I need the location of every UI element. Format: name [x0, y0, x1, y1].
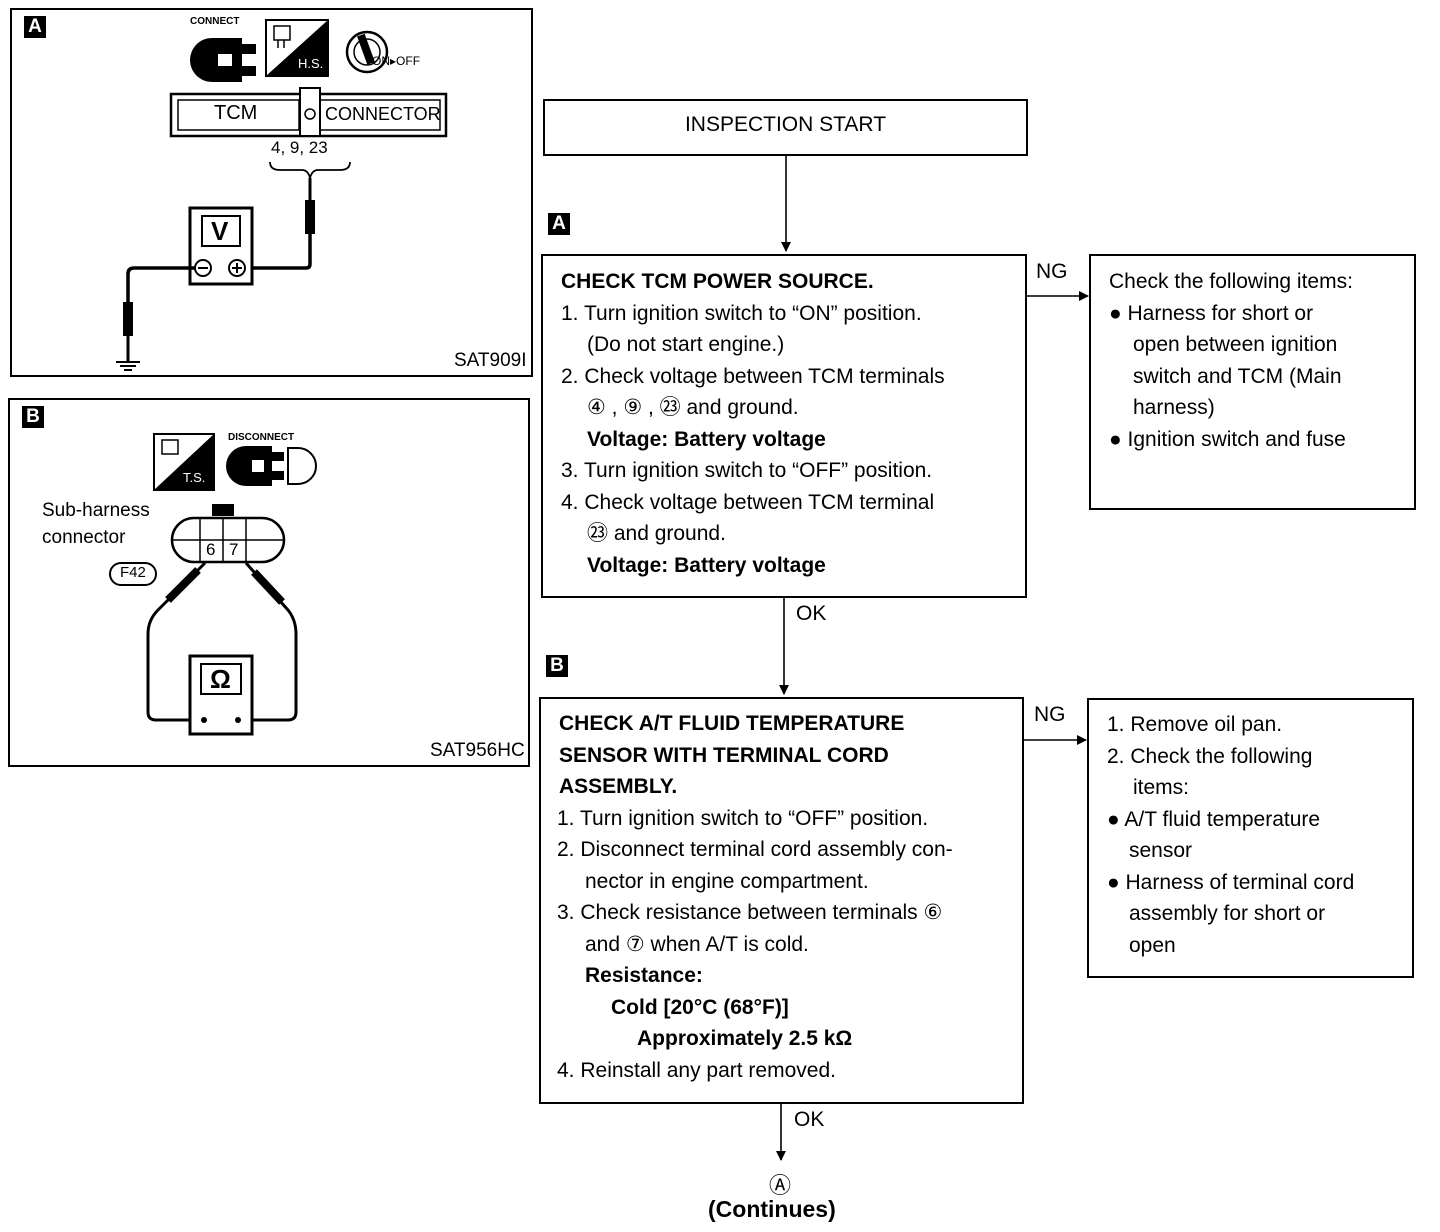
step-a-line: 1. Turn ignition switch to “ON” position… — [561, 302, 922, 325]
ohmmeter-label: Ω — [210, 664, 231, 694]
pin-7-label: 7 — [229, 540, 239, 559]
diagram-b-panel: B — [8, 398, 530, 767]
step-b-tag: B — [546, 655, 568, 677]
step-a-title: CHECK TCM POWER SOURCE. — [561, 270, 874, 293]
step-b-ng-line: assembly for short or — [1129, 902, 1326, 925]
sub-harness-connector — [170, 504, 286, 564]
voltmeter-label: V — [211, 216, 229, 246]
step-b-ng-line: 1. Remove oil pan. — [1107, 713, 1283, 736]
step-b-line: and ⑦ when A/T is cold. — [585, 933, 809, 956]
step-a-spec: Voltage: Battery voltage — [587, 428, 826, 451]
step-a-box: CHECK TCM POWER SOURCE. 1. Turn ignition… — [541, 254, 1027, 598]
step-a-ng-line: switch and TCM (Main — [1133, 365, 1342, 388]
sub-harness-label-1: Sub-harness — [42, 500, 150, 521]
hs-label: H.S. — [298, 56, 324, 71]
step-b-line: nector in engine compartment. — [585, 870, 869, 893]
step-a-ng-line: ● Harness for short or — [1109, 302, 1314, 325]
step-a-line: (Do not start engine.) — [587, 333, 785, 356]
step-b-line: 1. Turn ignition switch to “OFF” positio… — [557, 807, 929, 830]
step-a-ng-line: Check the following items: — [1109, 270, 1353, 293]
step-a-ng-line: ● Ignition switch and fuse — [1109, 428, 1346, 451]
connector-label: CONNECTOR — [325, 104, 441, 124]
diagram-a-panel: A — [10, 8, 533, 377]
connect-icon — [190, 38, 256, 82]
step-b-ng-line: 2. Check the following — [1107, 745, 1313, 768]
ts-label: T.S. — [183, 470, 206, 485]
step-b-line: 2. Disconnect terminal cord assembly con… — [557, 838, 953, 861]
step-b-spec: Approximately 2.5 kΩ — [637, 1027, 853, 1050]
diagram-b-code: SAT956HC — [430, 740, 525, 761]
step-b-ng-line: sensor — [1129, 839, 1193, 862]
diagram-b-tag: B — [22, 406, 44, 428]
step-a-tag: A — [548, 213, 570, 235]
step-a-ng-box: Check the following items: ● Harness for… — [1089, 254, 1416, 510]
diagram-a-code: SAT909I — [454, 350, 527, 371]
disconnect-icon — [226, 446, 317, 486]
step-a-ng-label: NG — [1036, 260, 1068, 283]
probe-positive — [232, 178, 315, 270]
pin-6-label: 6 — [206, 540, 216, 559]
voltmeter — [188, 206, 254, 286]
step-b-ng-line: ● A/T fluid temperature — [1107, 808, 1321, 831]
sub-harness-label-2: connector — [42, 527, 126, 548]
next-ref-a: Ⓐ — [769, 1173, 792, 1198]
step-a-line: 4. Check voltage between TCM terminal — [561, 491, 935, 514]
connector-id: F42 — [120, 564, 146, 581]
hand-tool-icon — [265, 19, 329, 77]
tcm-connector — [169, 87, 448, 138]
step-a-spec: Voltage: Battery voltage — [587, 554, 826, 577]
step-b-line: 3. Check resistance between terminals ⑥ — [557, 901, 943, 924]
terminal-numbers: 4, 9, 23 — [271, 138, 328, 157]
diagram-a-tag: A — [24, 16, 46, 38]
step-a-ok-label: OK — [796, 602, 827, 625]
step-b-box: CHECK A/T FLUID TEMPERATURE SENSOR WITH … — [539, 697, 1024, 1104]
switch-label: ON▸OFF — [372, 54, 421, 68]
step-b-title: SENSOR WITH TERMINAL CORD — [559, 744, 889, 767]
step-a-ng-line: open between ignition — [1133, 333, 1338, 356]
step-b-title: CHECK A/T FLUID TEMPERATURE — [559, 712, 905, 735]
inspection-start-label: INSPECTION START — [684, 113, 887, 136]
step-a-line: ㉓ and ground. — [587, 522, 726, 545]
step-b-spec: Cold [20°C (68°F)] — [611, 996, 789, 1019]
step-a-line: 3. Turn ignition switch to “OFF” positio… — [561, 459, 933, 482]
inspection-start-box: INSPECTION START — [543, 99, 1028, 156]
step-b-ng-line: items: — [1133, 776, 1190, 799]
step-b-ng-box: 1. Remove oil pan. 2. Check the followin… — [1087, 698, 1414, 978]
sensor-resistance-diagram — [109, 433, 317, 736]
disconnect-label: DISCONNECT — [228, 432, 295, 443]
step-b-ng-label: NG — [1034, 703, 1066, 726]
step-b-spec: Resistance: — [585, 964, 703, 987]
tcm-voltage-diagram — [116, 19, 448, 371]
step-b-ng-line: ● Harness of terminal cord — [1107, 871, 1355, 894]
continues-label: (Continues) — [708, 1196, 836, 1222]
connect-label: CONNECT — [190, 16, 240, 27]
tcm-label: TCM — [214, 102, 258, 124]
test-tool-icon — [153, 433, 215, 491]
probe-ground — [116, 266, 195, 371]
step-b-ng-line: open — [1129, 934, 1176, 957]
step-b-ok-label: OK — [794, 1108, 825, 1131]
step-a-ng-line: harness) — [1133, 396, 1215, 419]
ignition-switch-icon — [345, 30, 389, 74]
step-b-line: 4. Reinstall any part removed. — [557, 1059, 836, 1082]
step-a-line: ④ , ⑨ , ㉓ and ground. — [587, 396, 799, 419]
step-b-title: ASSEMBLY. — [559, 775, 678, 798]
ohmmeter — [188, 654, 254, 736]
step-a-line: 2. Check voltage between TCM terminals — [561, 365, 945, 388]
